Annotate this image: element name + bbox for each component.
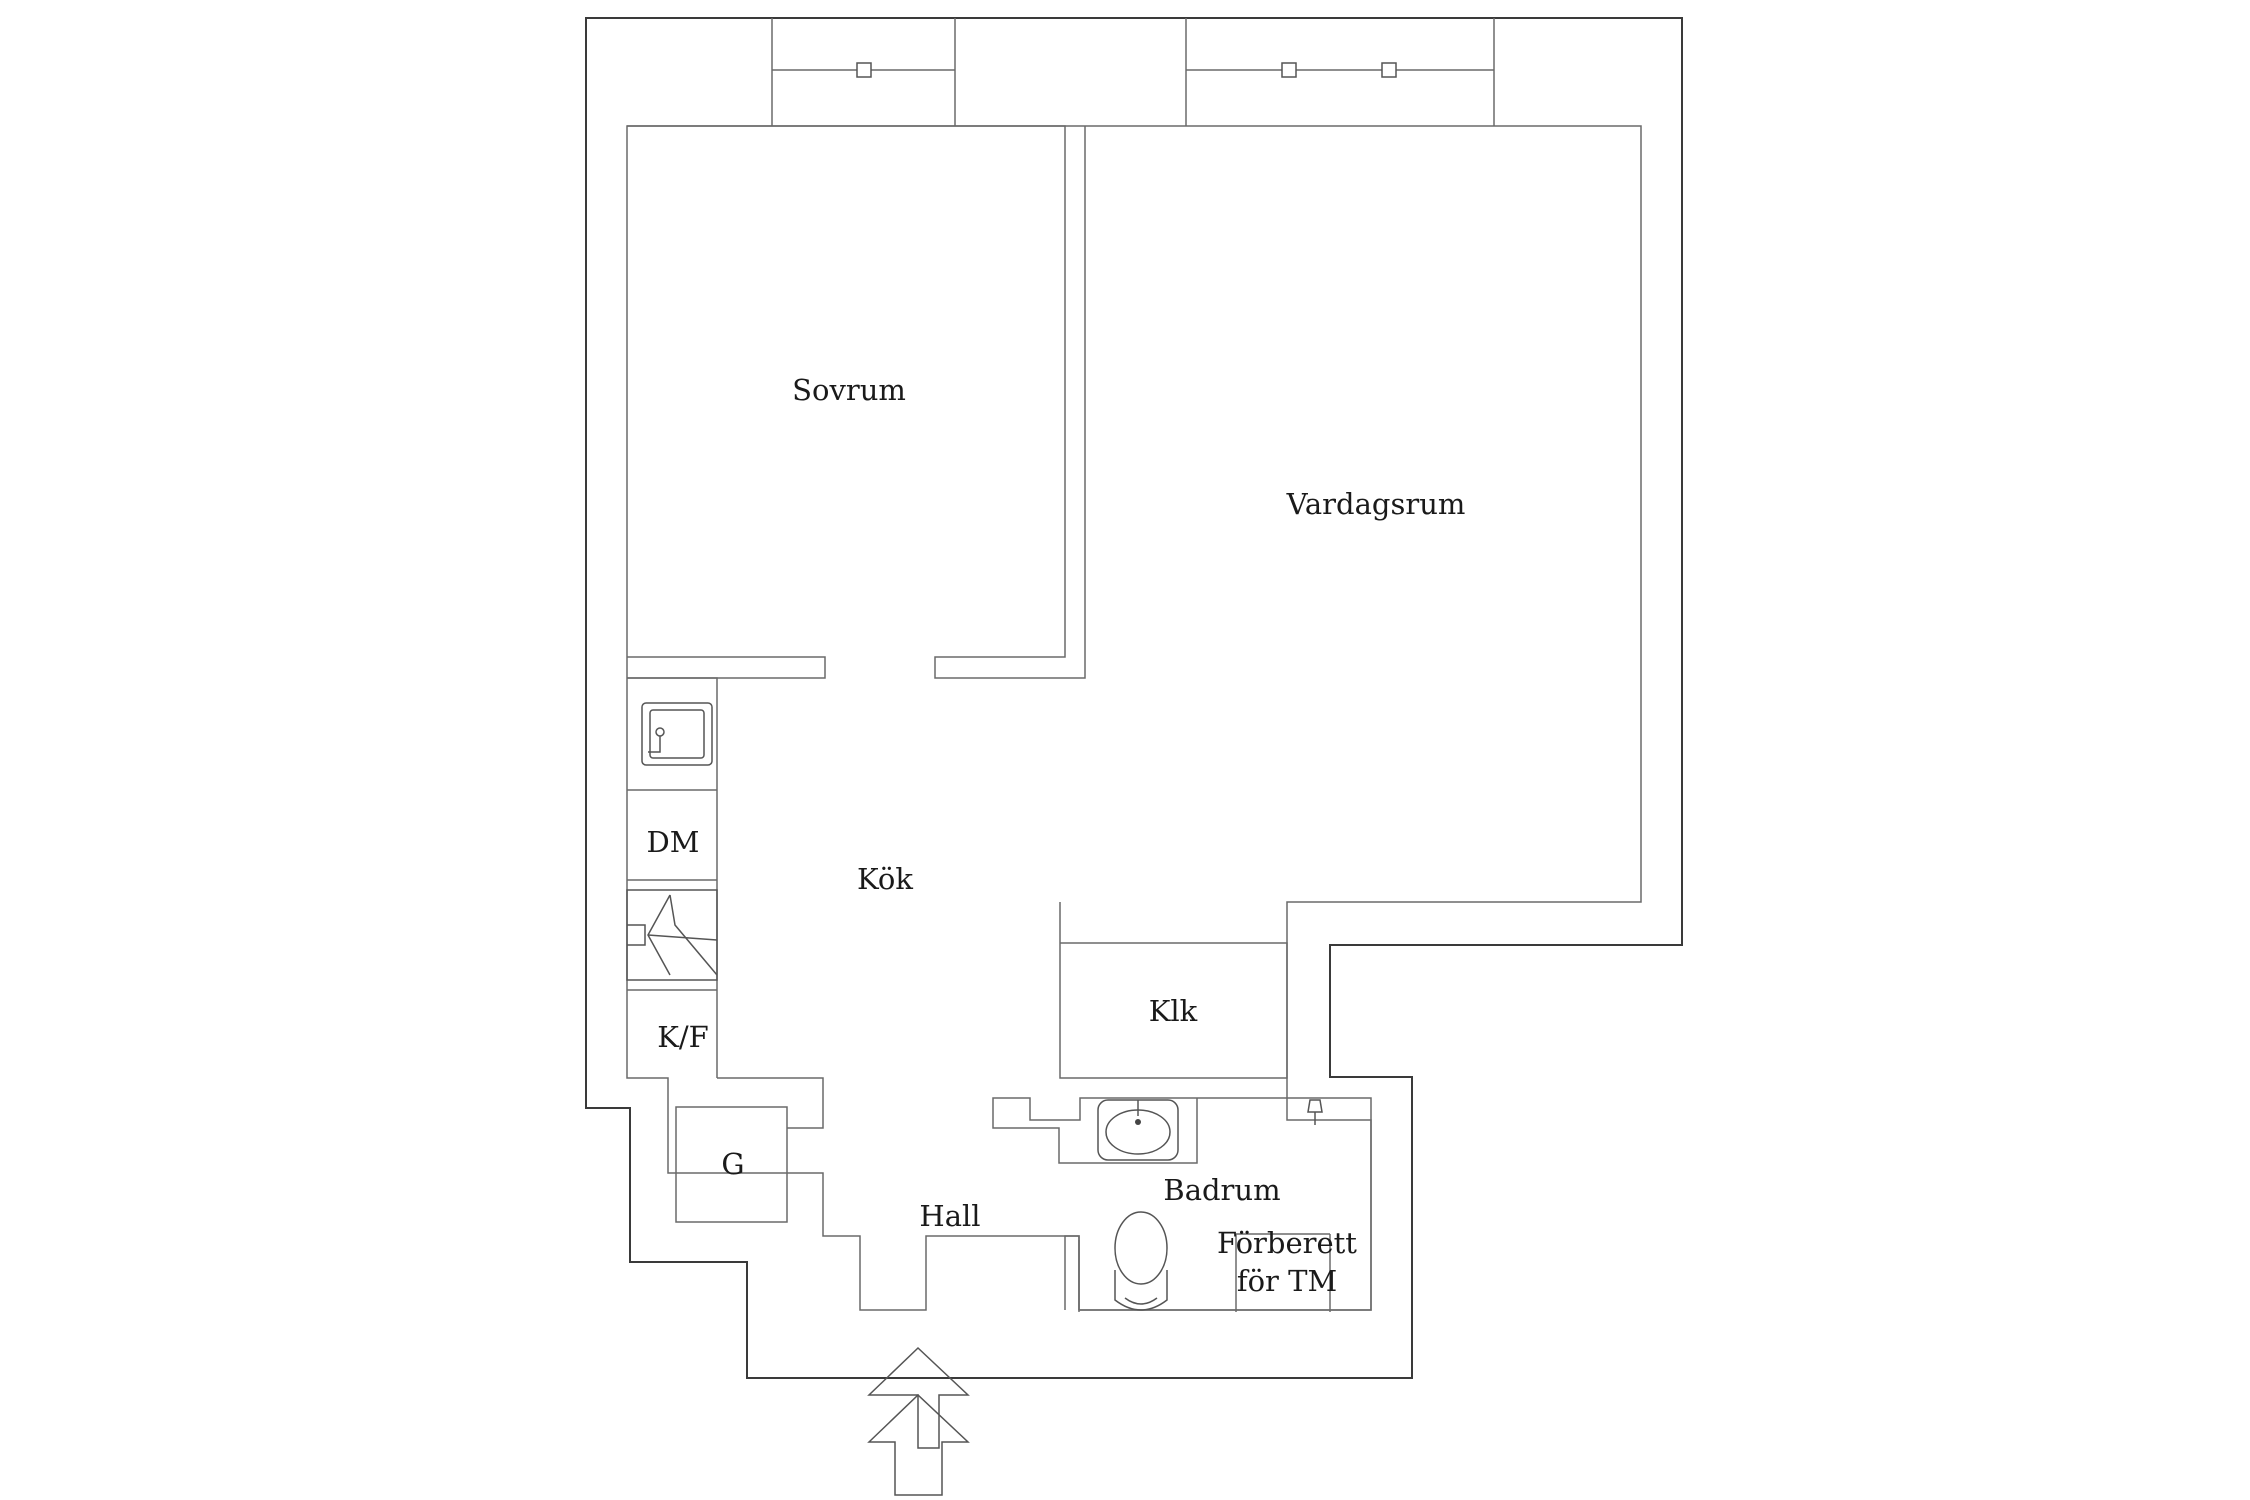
- window-icon: [1185, 18, 1495, 126]
- appliance-label-g: G: [721, 1147, 744, 1181]
- room-label-klk: Klk: [1149, 994, 1198, 1028]
- washbasin-icon: [1097, 1099, 1179, 1161]
- shower-icon: [1307, 1099, 1323, 1125]
- appliance-label-kf: K/F: [657, 1020, 709, 1054]
- window-icon: [771, 18, 956, 126]
- appliance-label-dm: DM: [647, 825, 700, 859]
- hall-walls: [675, 1077, 824, 1223]
- outer-wall: [585, 17, 1683, 1379]
- appliance-label-tm-line2: för TM: [1237, 1264, 1337, 1298]
- entrance-arrow-icon: [867, 1346, 970, 1496]
- bathroom-walls: [992, 1097, 1372, 1312]
- toilet-icon: [1114, 1211, 1168, 1311]
- appliance-label-tm-line1: Förberett: [1217, 1226, 1357, 1260]
- closet-walls: [1059, 902, 1288, 1079]
- bedroom-walls: [627, 125, 1086, 679]
- room-label-badrum: Badrum: [1163, 1173, 1280, 1207]
- room-label-hall: Hall: [919, 1199, 980, 1233]
- room-label-vardagsrum: Vardagsrum: [1286, 487, 1466, 521]
- room-label-sovrum: Sovrum: [792, 373, 906, 407]
- stove-icon: [626, 889, 718, 981]
- sink-icon: [641, 702, 713, 766]
- room-label-kok: Kök: [857, 862, 913, 896]
